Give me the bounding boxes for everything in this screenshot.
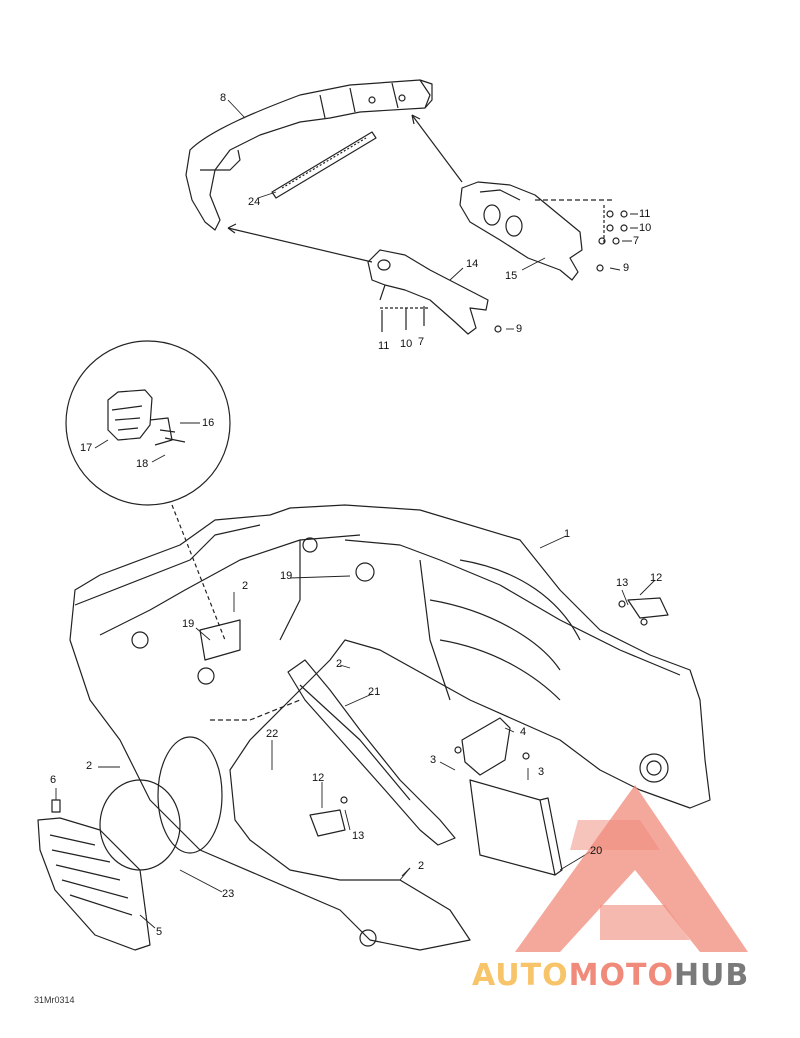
fasteners-upper-right <box>596 205 628 272</box>
bracket-part-12-lower <box>309 796 348 837</box>
watermark-auto: AUTO <box>472 958 569 993</box>
part-label-p16: 16 <box>202 417 215 429</box>
pad-part-20 <box>469 779 563 876</box>
part-label-p7a: 7 <box>633 235 640 247</box>
part-label-p1: 1 <box>564 528 571 540</box>
part-label-p10b: 10 <box>400 338 413 350</box>
part-label-p2b: 2 <box>336 658 343 670</box>
drawing-code: 31Mr0314 <box>34 995 75 1005</box>
part-label-p3a: 3 <box>430 754 437 766</box>
bracket-part-14 <box>367 249 502 335</box>
part-label-p19b: 19 <box>182 618 195 630</box>
arrow-14-to-8 <box>227 227 373 263</box>
part-label-p12b: 12 <box>312 772 325 784</box>
arrow-15-to-8 <box>411 114 463 183</box>
bracket-part-12-upper <box>618 597 669 626</box>
part-label-p2d: 2 <box>418 860 425 872</box>
part-label-p11a: 11 <box>639 208 651 220</box>
part-label-p2a: 2 <box>242 580 249 592</box>
part-label-p2c: 2 <box>86 760 93 772</box>
grille-part-5 <box>37 817 151 951</box>
detail-inset-circle <box>65 340 231 641</box>
part-label-p6: 6 <box>50 774 57 786</box>
part-label-p22: 22 <box>266 728 279 740</box>
part-label-p13b: 13 <box>352 830 365 842</box>
part-label-p7b: 7 <box>418 336 425 348</box>
part-label-p24: 24 <box>248 196 261 208</box>
leader-lines <box>55 99 656 929</box>
plate-part-4 <box>454 717 530 776</box>
main-body-part-1 <box>69 504 711 951</box>
part-label-p19a: 19 <box>280 570 293 582</box>
part-label-p17: 17 <box>80 442 93 454</box>
part-label-p10a: 10 <box>639 222 652 234</box>
bracket-part-15 <box>459 181 615 281</box>
part-label-p23: 23 <box>222 888 235 900</box>
watermark-logo <box>515 785 748 952</box>
bolt-part-6 <box>51 799 61 813</box>
grab-handle-part-8 <box>185 79 433 231</box>
part-label-p13a: 13 <box>616 577 629 589</box>
trim-strip-part-24 <box>271 131 377 199</box>
part-label-p14: 14 <box>466 258 479 270</box>
part-label-p20: 20 <box>590 845 603 857</box>
part-label-p5: 5 <box>156 926 163 938</box>
part-label-p15: 15 <box>505 270 518 282</box>
part-label-p21: 21 <box>368 686 381 698</box>
watermark-text: AUTOMOTOHUB <box>472 958 749 993</box>
watermark-hub: HUB <box>673 958 750 993</box>
part-label-p12a: 12 <box>650 572 663 584</box>
part-label-p11b: 11 <box>378 340 390 352</box>
part-label-p9b: 9 <box>516 323 523 335</box>
part-label-p18: 18 <box>136 458 149 470</box>
arrow-head <box>411 114 421 125</box>
channel-part-21 <box>287 659 456 846</box>
part-label-p3b: 3 <box>538 766 545 778</box>
arrow-head <box>227 223 237 234</box>
part-label-p9a: 9 <box>623 262 630 274</box>
part-label-p4: 4 <box>520 726 527 738</box>
part-label-p8: 8 <box>220 92 227 104</box>
round-cover-part-23 <box>99 736 223 871</box>
watermark-moto: MOTO <box>568 958 674 993</box>
